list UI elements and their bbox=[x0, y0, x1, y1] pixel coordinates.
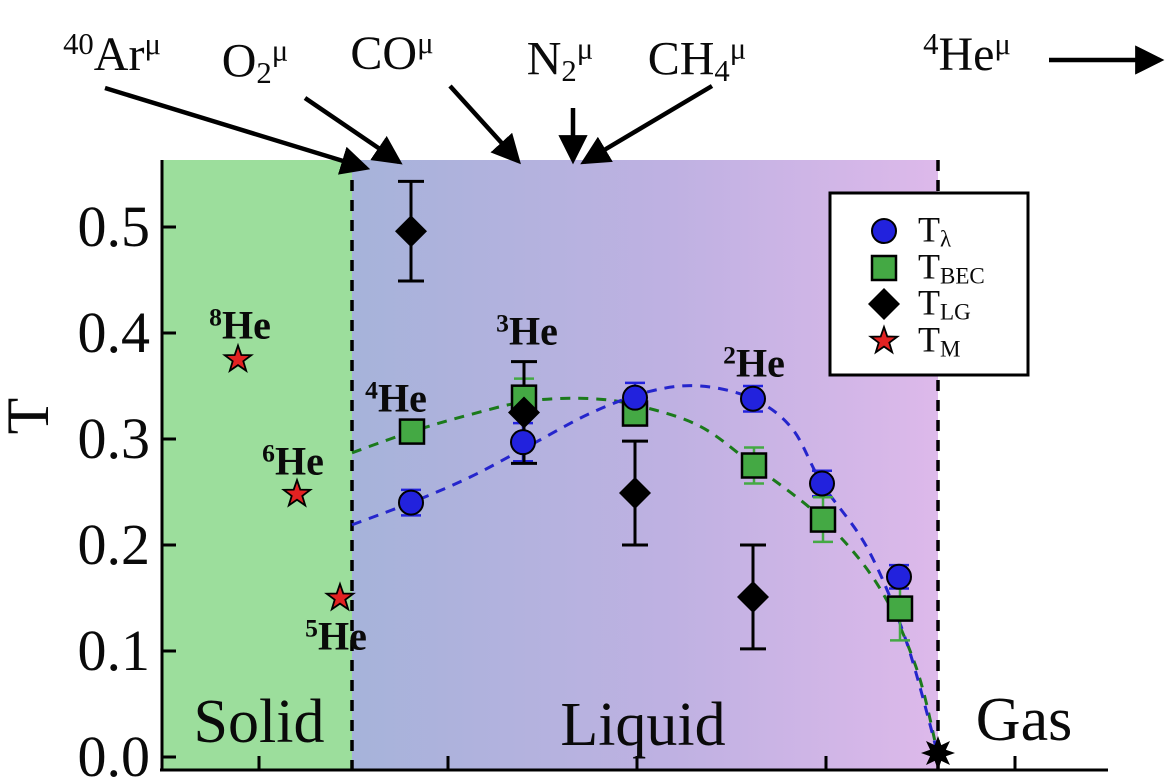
label-part: CO bbox=[350, 26, 418, 80]
point-label-he8: 8He bbox=[209, 304, 271, 345]
T_lambda-point-0 bbox=[398, 489, 424, 516]
label-part: 4 bbox=[923, 27, 939, 62]
point-label-he3: 3He bbox=[496, 310, 558, 351]
T_M-point-1 bbox=[281, 477, 313, 508]
T_LG-point-1 bbox=[508, 396, 540, 429]
y-tick-label-0.4: 0.4 bbox=[77, 300, 151, 365]
label-part: μ bbox=[729, 31, 747, 66]
molecule-label-he4mu: 4Heμ bbox=[923, 29, 1011, 79]
label-part: 2 bbox=[561, 54, 577, 88]
label-part: 2 bbox=[256, 56, 272, 90]
legend-label-T_LG: TLG bbox=[918, 284, 971, 323]
label-part: He bbox=[938, 27, 995, 81]
y-tick-label-0.0: 0.0 bbox=[77, 724, 151, 780]
y-tick-label-0.2: 0.2 bbox=[77, 512, 151, 577]
T_BEC-point-5 bbox=[886, 595, 914, 622]
T_lambda-point-2 bbox=[622, 384, 648, 411]
label-part: Ar bbox=[93, 27, 145, 81]
label-part: T bbox=[918, 282, 940, 323]
T_lambda-point-1 bbox=[510, 429, 536, 456]
solid-region bbox=[162, 160, 352, 770]
label-part: He bbox=[221, 302, 271, 348]
point-label-he5: 5He bbox=[305, 615, 367, 656]
label-part: N bbox=[526, 32, 562, 86]
label-part: T bbox=[918, 209, 940, 250]
label-part: 4 bbox=[365, 375, 378, 405]
T_LG-point-0 bbox=[395, 215, 427, 248]
legend-marker-T_M bbox=[868, 324, 900, 355]
region-label-liquid: Liquid bbox=[560, 691, 726, 759]
point-label-he4: 4He bbox=[365, 377, 427, 418]
label-part: μ bbox=[144, 27, 161, 62]
T_lambda_fit-curve bbox=[351, 384, 940, 756]
T_BEC-point-0 bbox=[398, 418, 426, 445]
T_LG-point-3 bbox=[737, 580, 769, 613]
label-part: 4 bbox=[714, 54, 730, 88]
label-part: 5 bbox=[305, 613, 318, 643]
T_LG-point-2 bbox=[619, 477, 651, 510]
label-part: 2 bbox=[723, 340, 736, 370]
legend-label-T_BEC: TBEC bbox=[918, 248, 985, 287]
label-part: T bbox=[918, 319, 940, 360]
legend-marker-T_lambda bbox=[871, 218, 897, 244]
point-label-he6: 6He bbox=[262, 440, 324, 481]
label-part: He bbox=[317, 613, 367, 659]
T_lambda-point-4 bbox=[809, 470, 835, 497]
molecule-label-co: COμ bbox=[350, 28, 433, 78]
y-axis-title: T bbox=[0, 397, 61, 435]
T_BEC-point-4 bbox=[809, 506, 837, 533]
label-part: He bbox=[508, 308, 558, 354]
region-label-gas: Gas bbox=[975, 686, 1073, 754]
o2-arrow bbox=[303, 96, 403, 165]
label-part: 8 bbox=[209, 302, 222, 332]
co-arrow bbox=[448, 84, 521, 165]
T_lambda-point-3 bbox=[740, 385, 766, 412]
label-part: LG bbox=[940, 298, 971, 325]
point-label-he2: 2He bbox=[723, 342, 785, 383]
molecule-label-n2: N2μ bbox=[527, 33, 594, 86]
convergence-star-marker bbox=[921, 736, 955, 770]
label-part: CH bbox=[647, 32, 715, 86]
label-part: M bbox=[940, 335, 961, 362]
molecule-label-o2: O2μ bbox=[222, 35, 289, 88]
label-part: μ bbox=[417, 26, 434, 61]
molecule-label-ar40: 40Arμ bbox=[63, 29, 161, 79]
region-label-solid: Solid bbox=[193, 688, 325, 756]
legend-label-T_lambda: Tλ bbox=[918, 211, 951, 250]
label-part: He bbox=[377, 375, 427, 421]
T_BEC-point-3 bbox=[740, 452, 768, 479]
label-part: μ bbox=[994, 27, 1011, 62]
label-part: T bbox=[918, 246, 940, 287]
label-part: μ bbox=[271, 33, 289, 68]
molecule-label-ch4: CH4μ bbox=[648, 33, 747, 86]
label-part: 6 bbox=[262, 438, 275, 468]
y-tick-label-0.3: 0.3 bbox=[77, 406, 151, 471]
label-part: μ bbox=[576, 31, 594, 66]
label-part: He bbox=[274, 438, 324, 484]
y-tick-label-0.5: 0.5 bbox=[77, 194, 151, 259]
ar40-arrow bbox=[104, 85, 371, 175]
legend-label-T_M: TM bbox=[918, 321, 960, 360]
label-part: 3 bbox=[496, 308, 509, 338]
label-part: He bbox=[735, 340, 785, 386]
T_M-point-2 bbox=[324, 581, 356, 612]
legend-marker-T_LG bbox=[868, 288, 900, 320]
T_M-point-0 bbox=[222, 342, 254, 374]
legend-marker-T_BEC bbox=[870, 254, 898, 282]
ch4-arrow bbox=[580, 84, 714, 165]
label-part: O bbox=[221, 34, 257, 88]
legend-box bbox=[828, 191, 1030, 377]
T_lambda-point-5 bbox=[886, 563, 912, 590]
y-tick-label-0.1: 0.1 bbox=[77, 618, 151, 683]
label-part: BEC bbox=[940, 262, 985, 289]
label-part: 40 bbox=[63, 27, 94, 62]
label-part: λ bbox=[940, 225, 952, 252]
